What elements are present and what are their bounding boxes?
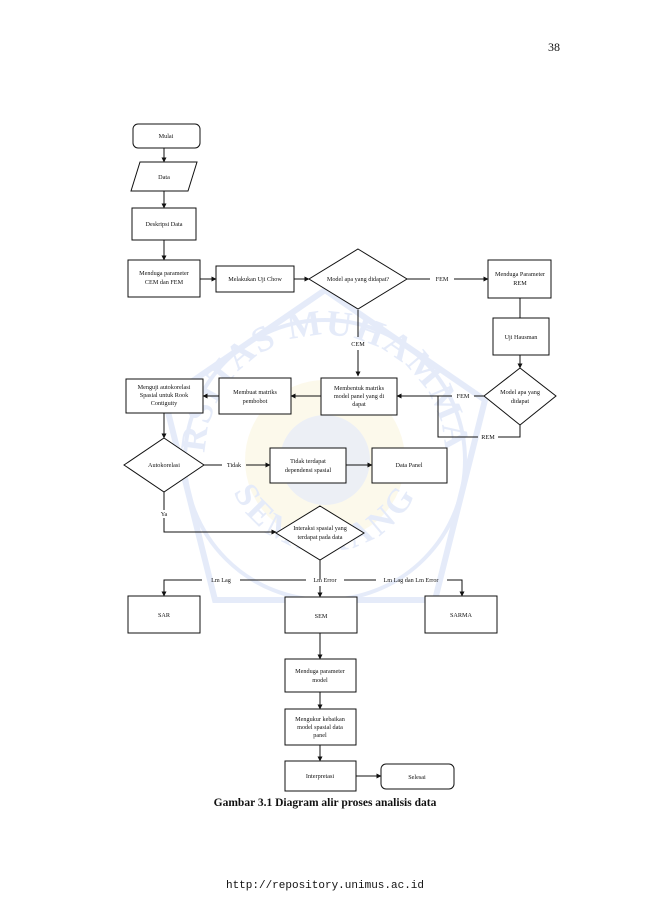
node-sarma (424, 595, 498, 634)
edge-label-rem: REM (481, 434, 495, 441)
node-sar-label: SAR (158, 612, 171, 619)
node-sar (127, 595, 201, 634)
node-model-didapat (308, 248, 408, 310)
node-menduga-rem-label-2: REM (513, 280, 527, 287)
node-autokorelasi (123, 437, 205, 493)
node-membentuk-matriks-label-3: dapat (352, 401, 366, 408)
flowchart: Mulai Data Deskripsi Data Menduga parame… (123, 123, 557, 792)
node-matriks-pembobot (218, 377, 292, 415)
node-interaksi (275, 505, 365, 561)
node-model-didapat2-label-2: didapat (511, 398, 529, 405)
node-sem-label: SEM (315, 613, 328, 620)
edge-rem-loop (437, 396, 478, 438)
node-deskripsi-label: Deskripsi Data (146, 221, 183, 228)
node-model-didapat-label: Model apa yang didapat? (327, 276, 390, 283)
edge-label-ya: Ya (161, 511, 168, 518)
node-menduga-cem-fem-label-1: Menduga parameter (139, 270, 189, 277)
node-mengukur-label-3: panel (313, 732, 327, 739)
node-menduga-cem-fem (127, 259, 201, 298)
edge-label-lm-error: Lm Error (313, 577, 336, 584)
node-matriks-pembobot-label-2: pembobot (243, 398, 268, 405)
node-data-panel (371, 447, 448, 484)
edge-label-lm-lag-error: Lm Lag dan Lm Error (384, 577, 439, 584)
node-menduga-model (284, 658, 357, 693)
node-tidak-dependensi (269, 447, 347, 484)
figure-caption: Gambar 3.1 Diagram alir proses analisis … (213, 797, 437, 809)
edge-label-lm-lag: Lm Lag (211, 577, 231, 584)
node-interaksi-label-2: terdapat pada data (297, 534, 342, 541)
node-uji-autokorelasi-label-3: Contiguity (151, 400, 178, 407)
edge-auto-ya-b (163, 518, 277, 535)
node-mulai-label: Mulai (159, 133, 174, 140)
node-menduga-model-label-1: Menduga parameter (295, 668, 345, 675)
node-uji-hausman-label: Uji Hausman (505, 334, 538, 341)
edge-lm-right-b (447, 579, 465, 597)
edge-label-fem1: FEM (436, 276, 449, 283)
page-number: 38 (548, 40, 560, 54)
edge-lm-left-b (161, 579, 202, 597)
node-menduga-cem-fem-label-2: CEM dan FEM (145, 279, 184, 286)
node-selesai (380, 763, 455, 790)
node-autokorelasi-label: Autokorelasi (148, 462, 180, 469)
edge-decision2-rem (498, 425, 521, 438)
node-sem (284, 596, 358, 634)
node-mengukur (284, 708, 357, 746)
node-uji-autokorelasi (125, 378, 204, 414)
node-membentuk-matriks-label-2: model panel yang di (334, 393, 385, 400)
node-uji-chow-label: Melakukan Uji Chow (228, 276, 282, 283)
node-model-didapat2 (483, 367, 557, 426)
node-deskripsi (131, 207, 197, 241)
node-data-panel-label: Data Panel (396, 462, 423, 469)
node-data (130, 161, 198, 192)
node-sarma-label: SARMA (450, 612, 473, 619)
node-mengukur-label-2: model spasial data (297, 724, 343, 731)
node-matriks-pembobot-label-1: Membuat matriks (233, 389, 277, 396)
edge-label-tidak: Tidak (227, 462, 242, 469)
node-uji-hausman (492, 317, 550, 356)
node-data-label: Data (158, 174, 170, 181)
node-model-didapat2-label-1: Model apa yang (500, 389, 540, 396)
node-mengukur-label-1: Mengukur kebaikan (295, 716, 345, 723)
node-tidak-dependensi-label-2: dependensi spasial (285, 467, 332, 474)
university-seal-watermark: UNIVERSITAS MUHAMMADIYAH SEMARANG (150, 280, 489, 603)
node-menduga-rem (487, 259, 552, 299)
node-interpretasi-label: Interpretasi (306, 773, 334, 780)
edge-label-cem: CEM (351, 341, 365, 348)
node-interpretasi (284, 760, 357, 792)
node-mulai (132, 123, 201, 149)
node-membentuk-matriks-label-1: Membentuk matriks (334, 385, 385, 392)
footer-url[interactable]: http://repository.unimus.ac.id (225, 880, 425, 892)
node-interaksi-label-1: Interaksi spasial yang (293, 525, 347, 532)
edge-label-fem2: FEM (457, 393, 470, 400)
node-menduga-rem-label-1: Menduga Parameter (495, 271, 545, 278)
node-menduga-model-label-2: model (312, 677, 328, 684)
node-tidak-dependensi-label-1: Tidak terdapat (290, 458, 326, 465)
node-uji-chow (215, 265, 295, 293)
node-selesai-label: Selesai (408, 774, 426, 781)
node-uji-autokorelasi-label-1: Menguji autokorelasi (138, 384, 191, 391)
node-membentuk-matriks (320, 377, 398, 416)
node-uji-autokorelasi-label-2: Spasial untuk Rook (140, 392, 189, 399)
